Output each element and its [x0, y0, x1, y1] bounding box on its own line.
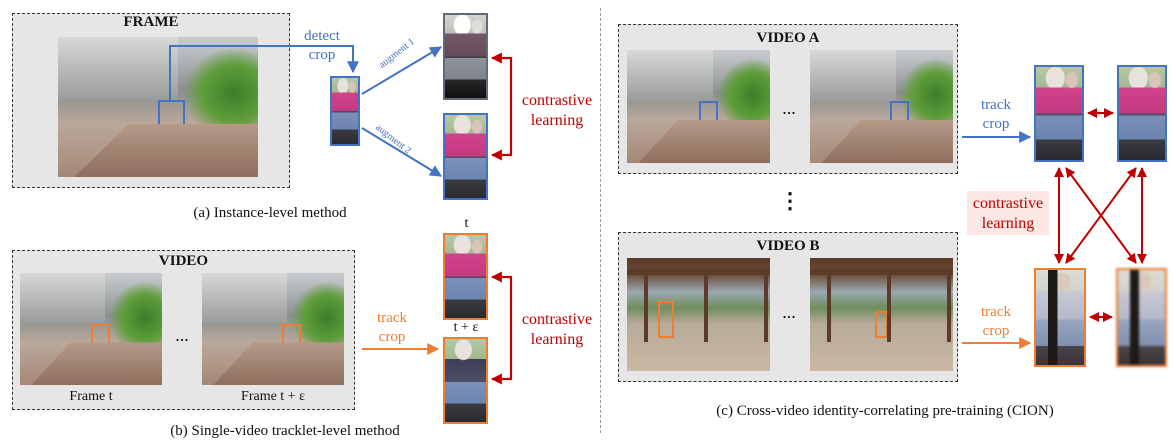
contrastive-arrow-c-diag-2: [1065, 167, 1137, 264]
vertical-dots: ⋮: [779, 188, 801, 213]
augmented-view-1: [443, 13, 488, 100]
video-b-crop-1: [1034, 268, 1086, 367]
track-label-c-b: track: [981, 304, 1011, 320]
ellipsis-c-b: ...: [782, 302, 796, 322]
crop-label-c-a: crop: [982, 116, 1010, 132]
caption-c: (c) Cross-video identity-correlating pre…: [716, 403, 1054, 419]
video-b-crop-2: [1116, 268, 1167, 367]
crop-label-c-b: crop: [982, 323, 1010, 339]
frame-t-eps-photo: [202, 273, 344, 385]
panel-b-title: VIDEO: [158, 253, 209, 269]
crop-label-b: crop: [378, 329, 406, 345]
augmented-view-2: [443, 113, 488, 200]
tracklet-crop-t: [443, 233, 488, 320]
contrastive-label-c-line1: contrastive: [972, 195, 1044, 212]
detect-label: detect: [304, 28, 340, 44]
crop-label-a: crop: [308, 47, 336, 63]
video-a-crop-1: [1034, 65, 1084, 162]
track-label-b: track: [377, 310, 407, 326]
frame-photo: [58, 37, 258, 177]
contrastive-label-b-line1: contrastive: [521, 311, 593, 328]
frame-t-photo: [20, 273, 162, 385]
track-label-c-a: track: [981, 97, 1011, 113]
detected-crop: [330, 76, 360, 146]
video-b-frame-1-box: [658, 301, 674, 338]
video-b-frame-2-box: [875, 311, 888, 338]
video-b-frame-2: [810, 258, 953, 371]
contrastive-label-b-line2: learning: [530, 331, 584, 348]
tracklet-crop-t-eps: [443, 337, 488, 424]
video-a-crop-2: [1117, 65, 1167, 162]
augment-2-arrow: [361, 127, 443, 177]
frame-t-label: Frame t: [69, 389, 113, 404]
video-b-frame-1: [627, 258, 770, 371]
contrastive-arrow-a: [490, 52, 513, 161]
panel-a-title: FRAME: [123, 14, 179, 30]
detect-arrow: [169, 45, 359, 100]
section-divider: [600, 8, 601, 433]
video-a-frame-1: [627, 50, 770, 163]
contrastive-label-a-line2: learning: [530, 112, 584, 129]
t-label: t: [464, 216, 469, 231]
ellipsis-b: ...: [175, 325, 189, 345]
contrastive-arrow-b: [490, 271, 513, 385]
video-a-frame-2: [810, 50, 953, 163]
video-a-title: VIDEO A: [756, 30, 820, 46]
contrastive-label-c-bg: [967, 191, 1049, 235]
contrastive-label-c-line2: learning: [981, 215, 1035, 232]
frame-t-eps-label: Frame t + ε: [241, 389, 305, 404]
contrastive-label-a-line1: contrastive: [521, 92, 593, 109]
ellipsis-c-a: ...: [782, 98, 796, 118]
caption-a: (a) Instance-level method: [193, 205, 347, 221]
video-b-title: VIDEO B: [756, 238, 820, 254]
t-eps-label: t + ε: [453, 320, 479, 335]
augment-1-arrow: [361, 46, 443, 95]
